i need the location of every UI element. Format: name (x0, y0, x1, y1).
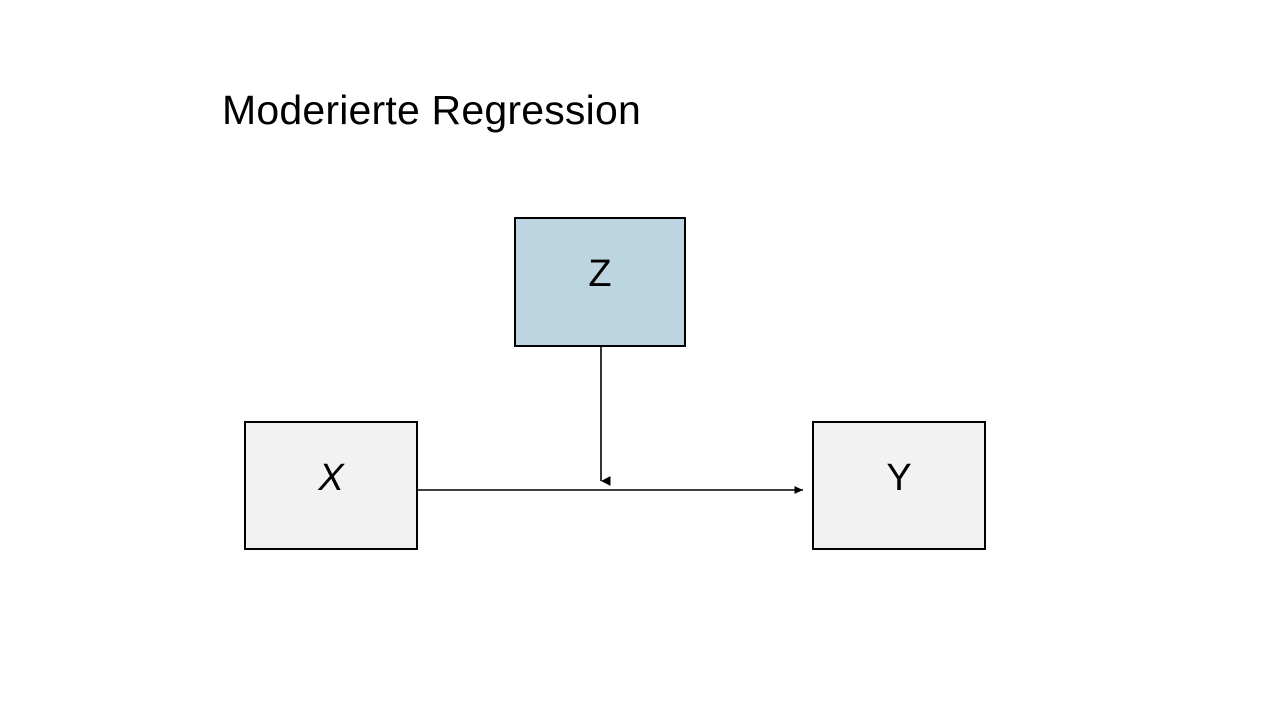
page-title: Moderierte Regression (222, 87, 641, 133)
node-z-label: Z (588, 253, 612, 295)
node-z-moderator[interactable]: Z (514, 217, 686, 347)
node-x-label: X (318, 456, 344, 499)
node-x-predictor[interactable]: X (244, 421, 418, 550)
node-y-outcome[interactable]: Y (812, 421, 986, 550)
node-y-label: Y (886, 456, 912, 499)
